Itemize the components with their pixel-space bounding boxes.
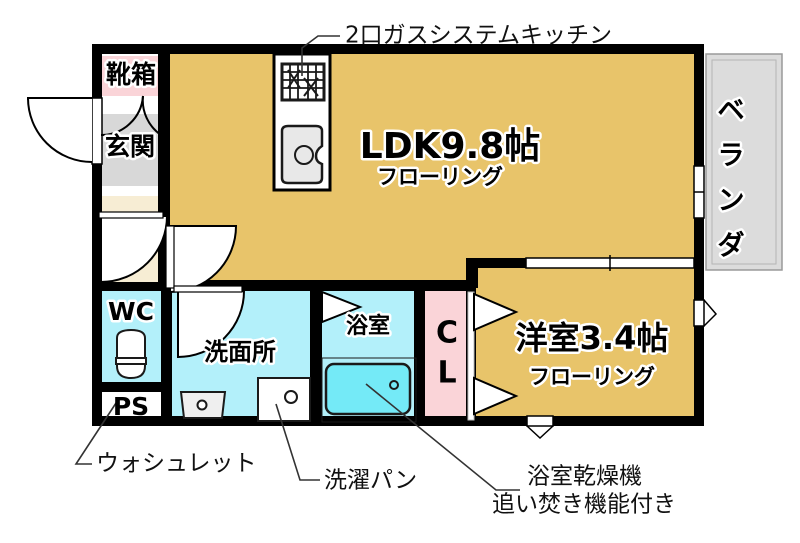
washer-drain-icon — [284, 390, 298, 404]
kitchen-sink-icon — [280, 124, 324, 185]
wall-bath-closet — [414, 290, 425, 426]
room-label-wc: WC — [108, 297, 154, 326]
wall-bottom-right — [468, 416, 704, 426]
closet-folding-door-upper — [473, 292, 519, 332]
wall-top — [92, 44, 704, 54]
wall-ps-bottom — [92, 416, 172, 426]
callout-leader-group — [74, 35, 520, 491]
entrance-door-frame — [91, 97, 103, 165]
wall-hall-lower — [92, 282, 172, 291]
door-group — [26, 95, 246, 359]
room-label-genkan: 玄関 — [105, 132, 155, 161]
wall-ldk-bedroom-corner — [466, 258, 478, 288]
hall-door-swing — [100, 215, 169, 284]
window-bedroom-east — [693, 299, 705, 327]
closet-door-track — [467, 291, 475, 421]
genkan-inner-door-swing-b — [141, 95, 162, 136]
room-sublabel-ldk: フローリング — [377, 165, 503, 189]
burner-marks — [287, 69, 319, 97]
wall-wc-ps — [92, 382, 172, 392]
veranda-fill — [705, 53, 783, 271]
sink-drain-icon — [294, 145, 314, 165]
entrance-door-swing — [26, 97, 93, 163]
room-label-shoebox: 靴箱 — [106, 60, 156, 89]
folding-door-group — [315, 290, 519, 421]
veranda-inner-line — [711, 59, 777, 265]
bedroom-floor-fill — [476, 264, 703, 426]
wall-right-upper-b — [694, 218, 704, 270]
room-label-closet-l: L — [437, 356, 456, 391]
closet-folding-door-lower — [473, 376, 519, 416]
fixture-group — [115, 328, 417, 423]
room-label-closet-c: C — [436, 316, 458, 351]
entrance-landing-fill — [101, 96, 161, 114]
shoebox-fill — [101, 56, 161, 96]
gas-stove-icon — [280, 62, 326, 102]
room-sublabel-bedroom: フローリング — [529, 365, 655, 389]
wall-right-upper — [694, 44, 704, 166]
room-label-ldk: LDK9.8帖 — [360, 126, 541, 167]
callout-bath-dryer-line1: 浴室乾燥機 — [527, 464, 642, 490]
callout-laundry-pan: 洗濯パン — [324, 468, 417, 494]
leader-laundry-pan — [275, 403, 320, 481]
room-label-veranda-3: ン — [718, 186, 745, 217]
leader-kitchen — [301, 35, 340, 76]
callout-washlet: ウォシュレット — [96, 451, 257, 477]
ldk-floor-fill — [158, 52, 703, 264]
wall-right-lower — [694, 264, 704, 426]
wall-left — [92, 44, 102, 426]
room-label-veranda-2: ラ — [718, 141, 745, 172]
toilet-tank-icon — [115, 357, 147, 365]
washer-pan-icon — [257, 377, 311, 422]
room-label-bedroom: 洋室3.4帖 — [516, 319, 669, 357]
bathtub-drain-icon — [389, 380, 399, 390]
leader-bath-dryer — [365, 383, 520, 491]
room-label-bath: 浴室 — [346, 313, 390, 339]
room-label-veranda-1: ベ — [718, 96, 745, 127]
bath-apron — [321, 357, 417, 423]
wall-washroom-top — [170, 280, 476, 291]
room-label-ps: PS — [113, 392, 149, 421]
bath-folding-door — [321, 290, 363, 324]
room-label-washroom: 洗面所 — [204, 338, 276, 366]
wall-ldk-bedroom — [466, 258, 526, 268]
toilet-icon — [116, 328, 146, 380]
closet-fill — [424, 290, 470, 421]
wall-wc-washroom — [161, 282, 172, 426]
bathtub-icon — [324, 362, 412, 416]
washroom-door-swing — [177, 290, 246, 359]
window-bedroom-south — [526, 415, 554, 427]
basin-drain-icon — [196, 399, 208, 411]
room-label-veranda-4: ダ — [718, 230, 745, 262]
callout-kitchen: 2口ガスシステムキッチン — [345, 23, 612, 49]
wall-washroom-bath — [310, 290, 322, 426]
leader-washlet — [74, 399, 119, 465]
entrance-sill-fill — [101, 186, 161, 196]
callout-bath-dryer-line2: 追い焚き機能付き — [492, 492, 676, 518]
kitchen-unit — [272, 52, 332, 192]
